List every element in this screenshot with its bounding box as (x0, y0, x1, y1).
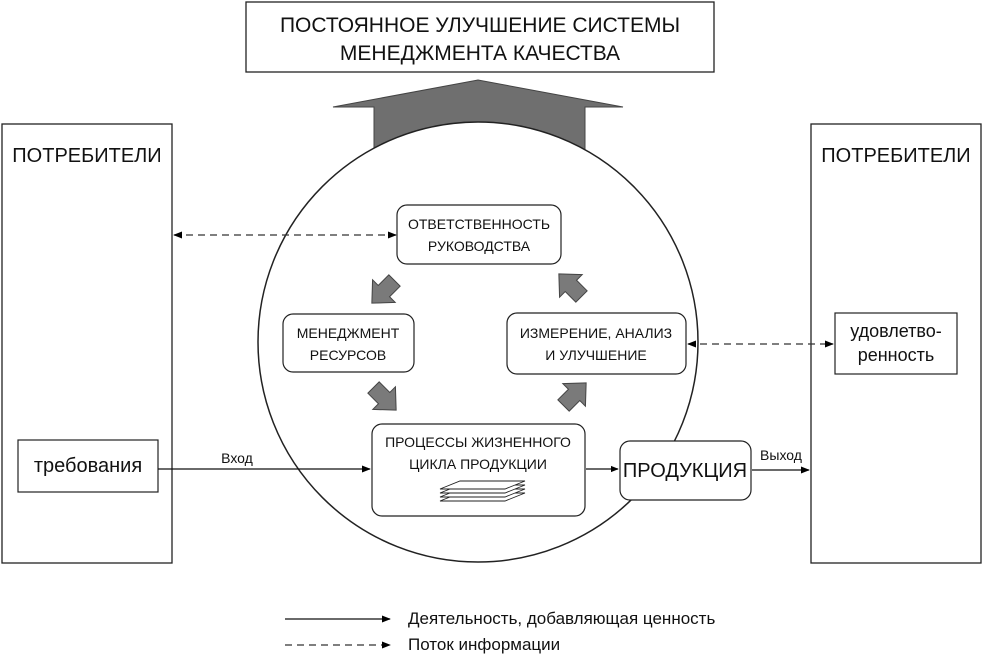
consumers-right-label: ПОТРЕБИТЕЛИ (821, 145, 970, 167)
title-box: ПОСТОЯННОЕ УЛУЧШЕНИЕ СИСТЕМЫ МЕНЕДЖМЕНТА… (245, 1, 715, 73)
measurement-line1: ИЗМЕРЕНИЕ, АНАЛИЗ (520, 325, 672, 341)
cycle-arrow-lifecycle-to-measurement (557, 382, 587, 412)
cycle-arrow-resources-to-lifecycle (367, 381, 397, 411)
satisfaction-box: удовлетво- ренность (834, 312, 958, 375)
management-responsibility-line1: ОТВЕТСТВЕННОСТЬ (408, 216, 550, 232)
title-line1: ПОСТОЯННОЕ УЛУЧШЕНИЕ СИСТЕМЫ (280, 14, 680, 37)
document-stack-icon (439, 480, 526, 502)
consumers-left-box: ПОТРЕБИТЕЛИ (1, 123, 173, 564)
product-box: ПРОДУКЦИЯ (619, 440, 752, 501)
output-label: Выход (760, 447, 802, 463)
legend-dashed-label: Поток информации (408, 635, 560, 654)
product-label: ПРОДУКЦИЯ (623, 460, 747, 482)
legend-solid-label: Деятельность, добавляющая ценность (408, 609, 715, 628)
life-cycle-line1: ПРОЦЕССЫ ЖИЗНЕННОГО (385, 434, 571, 450)
title-line2: МЕНЕДЖМЕНТА КАЧЕСТВА (340, 42, 620, 65)
input-label: Вход (221, 450, 253, 466)
resource-management-box: МЕНЕДЖМЕНТ РЕСУРСОВ (282, 313, 415, 373)
cycle-arrow-measurement-to-resp (558, 273, 588, 303)
satisfaction-line1: удовлетво- (850, 321, 942, 341)
life-cycle-line2: ЦИКЛА ПРОДУКЦИИ (409, 456, 547, 472)
measurement-line2: И УЛУЧШЕНИЕ (545, 347, 646, 363)
cycle-arrow-resp-to-resources (371, 274, 401, 304)
requirements-box: требования (17, 439, 159, 493)
satisfaction-line2: ренность (858, 345, 935, 365)
requirements-label: требования (34, 455, 142, 477)
consumers-left-label: ПОТРЕБИТЕЛИ (12, 145, 161, 167)
management-responsibility-line2: РУКОВОДСТВА (428, 238, 531, 254)
legend: Деятельность, добавляющая ценность Поток… (285, 609, 715, 654)
measurement-box: ИЗМЕРЕНИЕ, АНАЛИЗ И УЛУЧШЕНИЕ (506, 312, 687, 375)
resource-management-line2: РЕСУРСОВ (310, 347, 386, 363)
management-responsibility-box: ОТВЕТСТВЕННОСТЬ РУКОВОДСТВА (396, 204, 562, 265)
resource-management-line1: МЕНЕДЖМЕНТ (297, 325, 400, 341)
life-cycle-box: ПРОЦЕССЫ ЖИЗНЕННОГО ЦИКЛА ПРОДУКЦИИ (371, 423, 586, 517)
